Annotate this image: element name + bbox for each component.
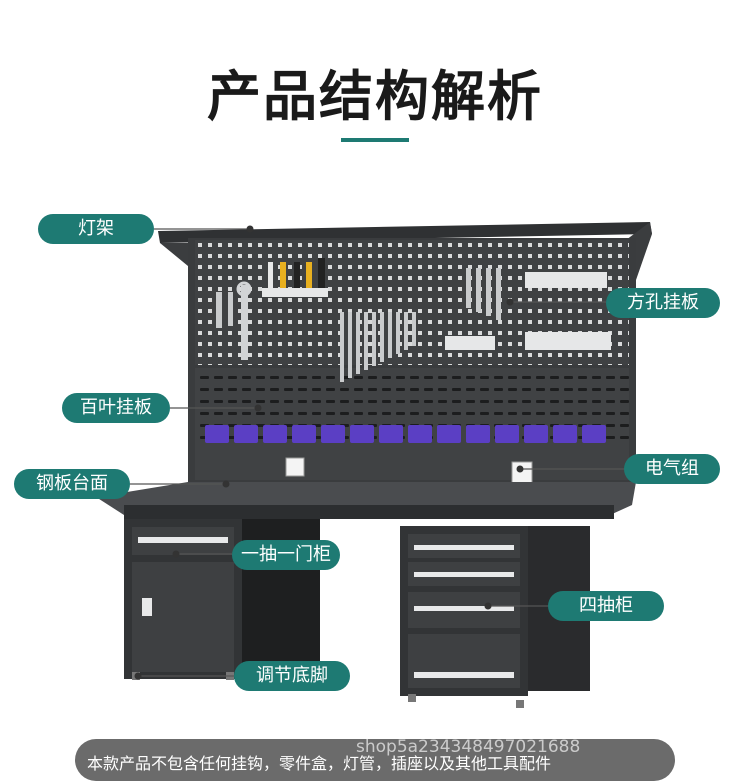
parts-bins xyxy=(205,425,606,443)
hanging-tools xyxy=(216,258,611,382)
label-adjustable-feet: 调节底脚 xyxy=(234,661,350,691)
watermark: shop5a234348497021688 xyxy=(356,737,581,757)
label-four-drawer-cabinet: 四抽柜 xyxy=(548,591,664,621)
label-power-unit: 电气组 xyxy=(624,454,720,484)
steel-worktop xyxy=(96,482,636,519)
footer-note-bar: 本款产品不包含任何挂钩，零件盒，灯管，插座以及其他工具配件 xyxy=(75,739,675,781)
label-light-rack: 灯架 xyxy=(38,214,154,244)
label-square-hole-panel: 方孔挂板 xyxy=(606,288,720,318)
title-underline xyxy=(341,138,409,142)
footer-note: 本款产品不包含任何挂钩，零件盒，灯管，插座以及其他工具配件 xyxy=(87,754,552,773)
callout-leaders xyxy=(130,225,640,680)
label-drawer-door-cabinet: 一抽一门柜 xyxy=(232,540,340,570)
label-steel-top: 钢板台面 xyxy=(14,469,130,499)
page-title: 产品结构解析 xyxy=(207,65,543,128)
label-louver-panel: 百叶挂板 xyxy=(62,393,170,423)
power-sockets xyxy=(285,457,533,487)
